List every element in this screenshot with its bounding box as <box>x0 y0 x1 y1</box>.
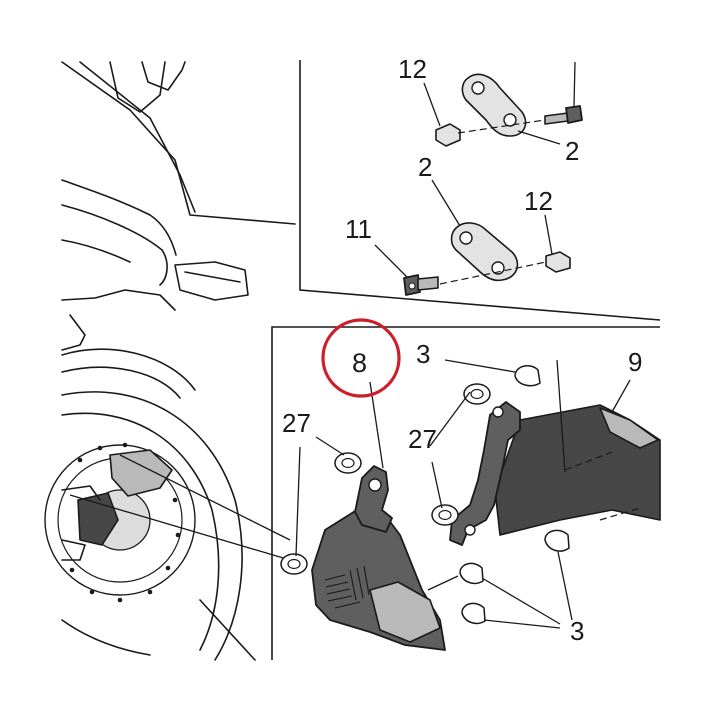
callout-3-bottom: 3 <box>570 616 584 646</box>
cap-part-3-lower-a <box>459 562 484 585</box>
callout-12-top: 12 <box>398 54 427 84</box>
plate-part-2-upper <box>461 73 527 137</box>
callout-8-highlighted: 8 <box>352 348 367 378</box>
grommet-27-c <box>431 504 459 526</box>
plate-part-2-lower <box>450 222 519 282</box>
callout-27-left: 27 <box>282 408 311 438</box>
motorcycle-front-overview <box>44 61 296 661</box>
grommet-27-b <box>463 383 491 405</box>
callout-labels: 12 2 2 12 11 8 3 9 27 27 3 <box>282 54 642 646</box>
callout-12-middle: 12 <box>524 186 553 216</box>
highlight-ring-part-8 <box>321 318 401 398</box>
cap-part-3-lower-b <box>461 602 486 625</box>
callout-2-middle: 2 <box>418 152 432 182</box>
callout-3-top: 3 <box>416 339 430 369</box>
callout-9: 9 <box>628 347 642 377</box>
panel-frames <box>271 60 661 660</box>
grommet-27-a <box>334 452 362 474</box>
callout-27-right: 27 <box>408 424 437 454</box>
grommet-27-d <box>280 553 308 575</box>
cap-part-3-upper <box>514 365 541 387</box>
callout-2-top: 2 <box>565 136 579 166</box>
cap-part-3-lower-right <box>544 529 570 552</box>
splash-guard-texture <box>324 565 370 609</box>
top-panel-bracket-assembly <box>374 61 583 296</box>
callout-11: 11 <box>345 214 372 244</box>
bottom-panel-splash-guard-assembly <box>280 359 661 651</box>
